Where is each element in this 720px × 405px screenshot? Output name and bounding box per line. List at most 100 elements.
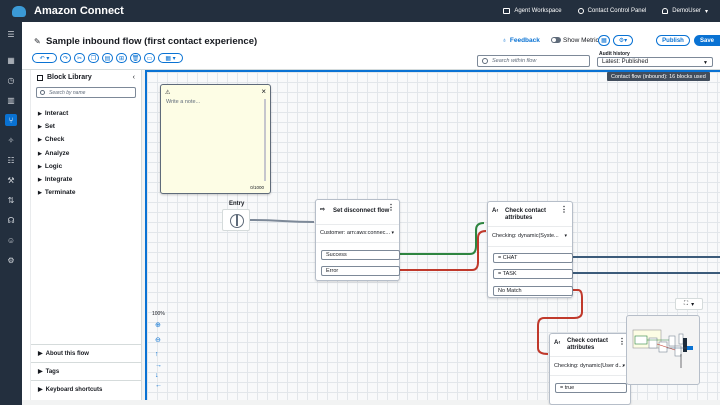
minimap[interactable] (626, 315, 700, 385)
flow-search-input[interactable]: Search within flow (477, 55, 590, 67)
set-disconnect-flow-block[interactable]: ⇨ Set disconnect flow ⋮ Customer: arn:aw… (315, 199, 400, 281)
branch-no-match[interactable]: No Match (493, 286, 573, 296)
copy-button[interactable]: ❐ (88, 53, 99, 63)
sort-icon[interactable]: ⇅ (7, 195, 15, 205)
collapse-panel-icon[interactable]: ‹ (132, 74, 135, 81)
person-icon[interactable]: ☺ (6, 235, 16, 245)
category-logic[interactable]: ▶Logic (38, 163, 62, 170)
show-metrics-label: Show Metrics (563, 37, 603, 44)
block-title-line2: attributes (567, 345, 595, 351)
category-integrate[interactable]: ▶Integrate (38, 176, 72, 183)
pan-left-icon[interactable]: ← (155, 382, 162, 389)
chevron-down-icon[interactable]: ▾ (391, 230, 394, 236)
user-name: DemoUser (672, 8, 701, 14)
entry-block[interactable] (222, 209, 250, 231)
branch-success[interactable]: Success (321, 250, 400, 260)
pencil-icon[interactable]: ✎ (34, 37, 41, 46)
minimap-toggle[interactable]: ⛶▾ (675, 298, 703, 310)
blocks-used-badge: Contact flow (inbound): 16 blocks used (607, 72, 710, 81)
block-title-line2: attributes (505, 215, 533, 221)
users-icon[interactable]: ☷ (7, 155, 15, 165)
tags-section[interactable]: ▶Tags (31, 362, 142, 380)
zoom-controls: 100% ⊕ ⊖ ↑ → ↓ ← (152, 311, 166, 391)
save-button[interactable]: Save (694, 35, 720, 46)
branch-true[interactable]: = true (555, 383, 627, 393)
caret-right-icon: ▶ (38, 111, 42, 117)
branch-chat[interactable]: = CHAT (493, 253, 573, 263)
caret-right-icon: ▶ (38, 124, 42, 130)
user-icon (662, 8, 669, 14)
phone-icon (577, 8, 584, 14)
zoom-out-icon[interactable]: ⊖ (155, 337, 161, 344)
chevron-down-icon[interactable]: ▾ (622, 363, 625, 369)
agent-workspace-link[interactable]: Agent Workspace (503, 8, 562, 14)
flow-title-text: Sample inbound flow (first contact exper… (46, 36, 258, 47)
redo-button[interactable]: ↷ (60, 53, 71, 63)
branch-error[interactable]: Error (321, 266, 400, 276)
category-analyze[interactable]: ▶Analyze (38, 150, 69, 157)
pan-right-icon[interactable]: → (155, 362, 162, 369)
branch-label: Error (326, 268, 339, 274)
category-interact[interactable]: ▶Interact (38, 110, 68, 117)
publish-button[interactable]: Publish (656, 35, 690, 46)
layout-dropdown-button[interactable]: ▦ ▾ (158, 53, 183, 63)
library-search-placeholder: Search by name (49, 89, 86, 96)
headset-icon[interactable]: ☊ (7, 215, 15, 225)
hamburger-menu-icon[interactable]: ☰ (7, 29, 15, 39)
settings-icon[interactable]: ⚙ (7, 255, 15, 265)
category-terminate[interactable]: ▶Terminate (38, 189, 75, 196)
block-param: Checking: dynamic(Syste... (492, 233, 559, 239)
category-set[interactable]: ▶Set (38, 123, 55, 130)
group-button[interactable]: ⊞ (116, 53, 127, 63)
chevron-down-icon: ▾ (704, 8, 708, 15)
keyboard-shortcuts-section[interactable]: ▶Keyboard shortcuts (31, 380, 142, 398)
pan-down-icon[interactable]: ↓ (155, 372, 159, 379)
channels-icon[interactable]: ✧ (7, 135, 15, 145)
about-flow-section[interactable]: ▶About this flow (31, 344, 142, 362)
user-menu[interactable]: DemoUser▾ (662, 8, 708, 15)
undo-button[interactable]: ↶ ▾ (32, 53, 57, 63)
clock-icon[interactable]: ◷ (7, 75, 15, 85)
delete-button[interactable]: 🗑 (130, 53, 141, 63)
grid-view-button[interactable]: ▦ (598, 35, 610, 46)
warning-icon: ⚠ (165, 90, 171, 96)
cloud-logo-icon (12, 5, 26, 17)
block-divider (488, 246, 572, 247)
show-metrics-toggle[interactable] (551, 37, 561, 43)
category-check[interactable]: ▶Check (38, 136, 64, 143)
settings-dropdown-button[interactable]: ⚙▾ (613, 35, 633, 46)
note-button[interactable]: ▭ (144, 53, 155, 63)
sticky-note[interactable]: ⚠ × Write a note... 0/1000 (160, 84, 271, 194)
category-label: Interact (44, 110, 69, 117)
kebab-menu-icon[interactable]: ⋮ (618, 337, 626, 346)
close-icon[interactable]: × (261, 87, 266, 96)
kebab-menu-icon[interactable]: ⋮ (387, 203, 395, 212)
cut-button[interactable]: ✂ (74, 53, 85, 63)
contact-control-panel-link[interactable]: Contact Control Panel (577, 8, 646, 14)
pan-up-icon[interactable]: ↑ (155, 351, 159, 358)
audit-history-select[interactable]: Latest: Published▼ (597, 57, 713, 67)
workspace-icon (503, 8, 511, 14)
feedback-link[interactable]: ♁Feedback (502, 37, 540, 44)
search-icon (40, 90, 45, 95)
zoom-in-icon[interactable]: ⊕ (155, 322, 161, 329)
dashboard-icon[interactable]: ▦ (7, 55, 15, 65)
block-divider (316, 242, 399, 243)
caret-right-icon: ▶ (38, 164, 42, 170)
entry-label: Entry (229, 201, 245, 207)
about-flow-label: About this flow (45, 350, 89, 357)
routing-icon[interactable]: ⑂ (5, 114, 17, 126)
note-scrollbar[interactable] (264, 99, 266, 181)
library-search-input[interactable]: Search by name (36, 87, 136, 98)
chevron-down-icon[interactable]: ▾ (564, 233, 567, 239)
paste-button[interactable]: ▤ (102, 53, 113, 63)
caret-right-icon: ▶ (38, 137, 42, 143)
note-textarea[interactable]: Write a note... (166, 99, 201, 105)
branch-task[interactable]: = TASK (493, 269, 573, 279)
analytics-icon[interactable]: ▥ (7, 95, 15, 105)
kebab-menu-icon[interactable]: ⋮ (560, 205, 568, 214)
tools-icon[interactable]: ⚒ (7, 175, 15, 185)
